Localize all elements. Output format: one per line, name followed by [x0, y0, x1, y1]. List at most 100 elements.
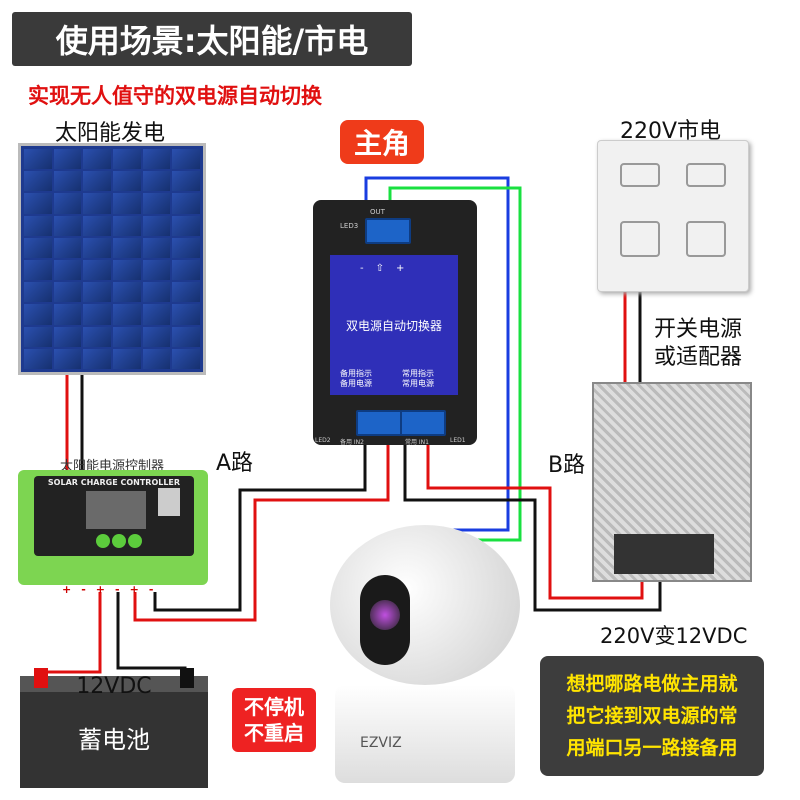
- subtitle: 实现无人值守的双电源自动切换: [28, 84, 322, 108]
- solar-cell: [24, 282, 52, 303]
- terminal-2: -: [81, 583, 86, 596]
- no-stop-1: 不停机: [244, 695, 304, 719]
- in1-terminal: [400, 410, 446, 436]
- terminal-5: +: [129, 583, 139, 596]
- solar-cell: [24, 171, 52, 192]
- lcd-screen: [86, 491, 146, 529]
- solar-cell: [142, 348, 171, 369]
- solar-cell: [142, 304, 171, 325]
- camera-brand: EZVIZ: [360, 735, 402, 751]
- solar-cell: [53, 171, 82, 192]
- in2-terminal: [356, 410, 402, 436]
- note-line-1: 想把哪路电做主用就: [566, 673, 738, 695]
- solar-cell: [53, 193, 82, 214]
- in1-label: 常用 IN1: [405, 439, 429, 446]
- battery-name: 蓄电池: [78, 726, 150, 754]
- solar-cell: [172, 149, 200, 170]
- conversion-label: 220V变12VDC: [600, 624, 748, 648]
- wire-a-red: [133, 440, 390, 622]
- battery-voltage: 12VDC: [76, 674, 152, 699]
- solar-cell: [83, 260, 111, 281]
- solar-cell: [53, 215, 82, 236]
- device-panel: - ⇧ + 双电源自动切换器 备用指示 备用电源 常用指示 常用电源: [330, 255, 458, 395]
- usage-note: 想把哪路电做主用就 把它接到双电源的常 用端口另一路接备用: [540, 656, 764, 776]
- solar-cell: [112, 282, 141, 303]
- solar-cell: [24, 215, 52, 236]
- no-stop-2: 不重启: [244, 721, 304, 745]
- backup-indicator: 备用指示: [340, 369, 372, 378]
- solar-cell: [24, 237, 52, 258]
- solar-cell: [142, 171, 171, 192]
- terminal-4: -: [115, 583, 120, 596]
- solar-cell: [53, 282, 82, 303]
- note-line-2: 把它接到双电源的常: [566, 705, 738, 727]
- solar-cell: [172, 304, 200, 325]
- camera-lens: [370, 600, 400, 630]
- psu-label-1: 开关电源: [654, 317, 743, 342]
- solar-cell: [112, 237, 141, 258]
- solar-cell: [142, 282, 171, 303]
- scene-title: 使用场景:太阳能/市电: [12, 12, 412, 66]
- terminal-6: -: [148, 583, 154, 596]
- solar-cell: [53, 348, 82, 369]
- main-indicator: 常用指示: [402, 369, 434, 378]
- solar-cell: [24, 348, 52, 369]
- solar-cell: [83, 326, 111, 347]
- wire-bat-red: [42, 592, 102, 674]
- mark-plus: +: [396, 263, 405, 274]
- solar-panel: [18, 143, 206, 375]
- solar-cell: [112, 326, 141, 347]
- led3-label: LED3: [340, 222, 359, 230]
- solar-cell: [172, 215, 200, 236]
- solar-cell: [142, 215, 171, 236]
- up-button[interactable]: [112, 534, 126, 548]
- solar-cell: [172, 326, 200, 347]
- solar-cell: [24, 304, 52, 325]
- solar-cell: [53, 149, 82, 170]
- solar-cell: [112, 149, 141, 170]
- solar-cell: [112, 171, 141, 192]
- backup-power: 备用电源: [340, 379, 372, 388]
- solar-cell: [83, 193, 111, 214]
- solar-cell: [53, 326, 82, 347]
- hero-badge: 主角: [340, 120, 424, 164]
- solar-cell: [172, 237, 200, 258]
- solar-cell: [142, 149, 171, 170]
- wire-a-black: [153, 440, 367, 612]
- solar-cell: [24, 149, 52, 170]
- down-button[interactable]: [128, 534, 142, 548]
- solar-cell: [112, 260, 141, 281]
- mark-minus: -: [360, 263, 364, 274]
- solar-cell: [172, 193, 200, 214]
- wire-green: [388, 186, 522, 542]
- wire-blue: [364, 176, 510, 532]
- solar-cell: [112, 215, 141, 236]
- switching-power-supply: [592, 382, 752, 582]
- menu-button[interactable]: [96, 534, 110, 548]
- solar-cell: [53, 237, 82, 258]
- solar-cell: [142, 193, 171, 214]
- solar-label: 太阳能发电: [55, 121, 166, 146]
- solar-cell: [142, 237, 171, 258]
- wall-outlet: [597, 140, 749, 292]
- usb-ports: [158, 488, 180, 516]
- solar-cell: [83, 171, 111, 192]
- solar-cell: [83, 348, 111, 369]
- solar-cell: [53, 260, 82, 281]
- solar-cell: [112, 304, 141, 325]
- camera: EZVIZ: [330, 525, 520, 785]
- solar-cell: [112, 348, 141, 369]
- solar-cell: [83, 149, 111, 170]
- solar-cell: [142, 260, 171, 281]
- solar-cell: [172, 348, 200, 369]
- solar-cell: [53, 304, 82, 325]
- device-name: 双电源自动切换器: [345, 319, 442, 333]
- solar-cell: [172, 171, 200, 192]
- solar-cell: [83, 215, 111, 236]
- route-a-label: A路: [216, 451, 254, 476]
- solar-cell: [142, 326, 171, 347]
- solar-cell: [24, 260, 52, 281]
- wire-b-black: [403, 440, 662, 612]
- out-label: OUT: [370, 208, 385, 216]
- solar-cell: [24, 326, 52, 347]
